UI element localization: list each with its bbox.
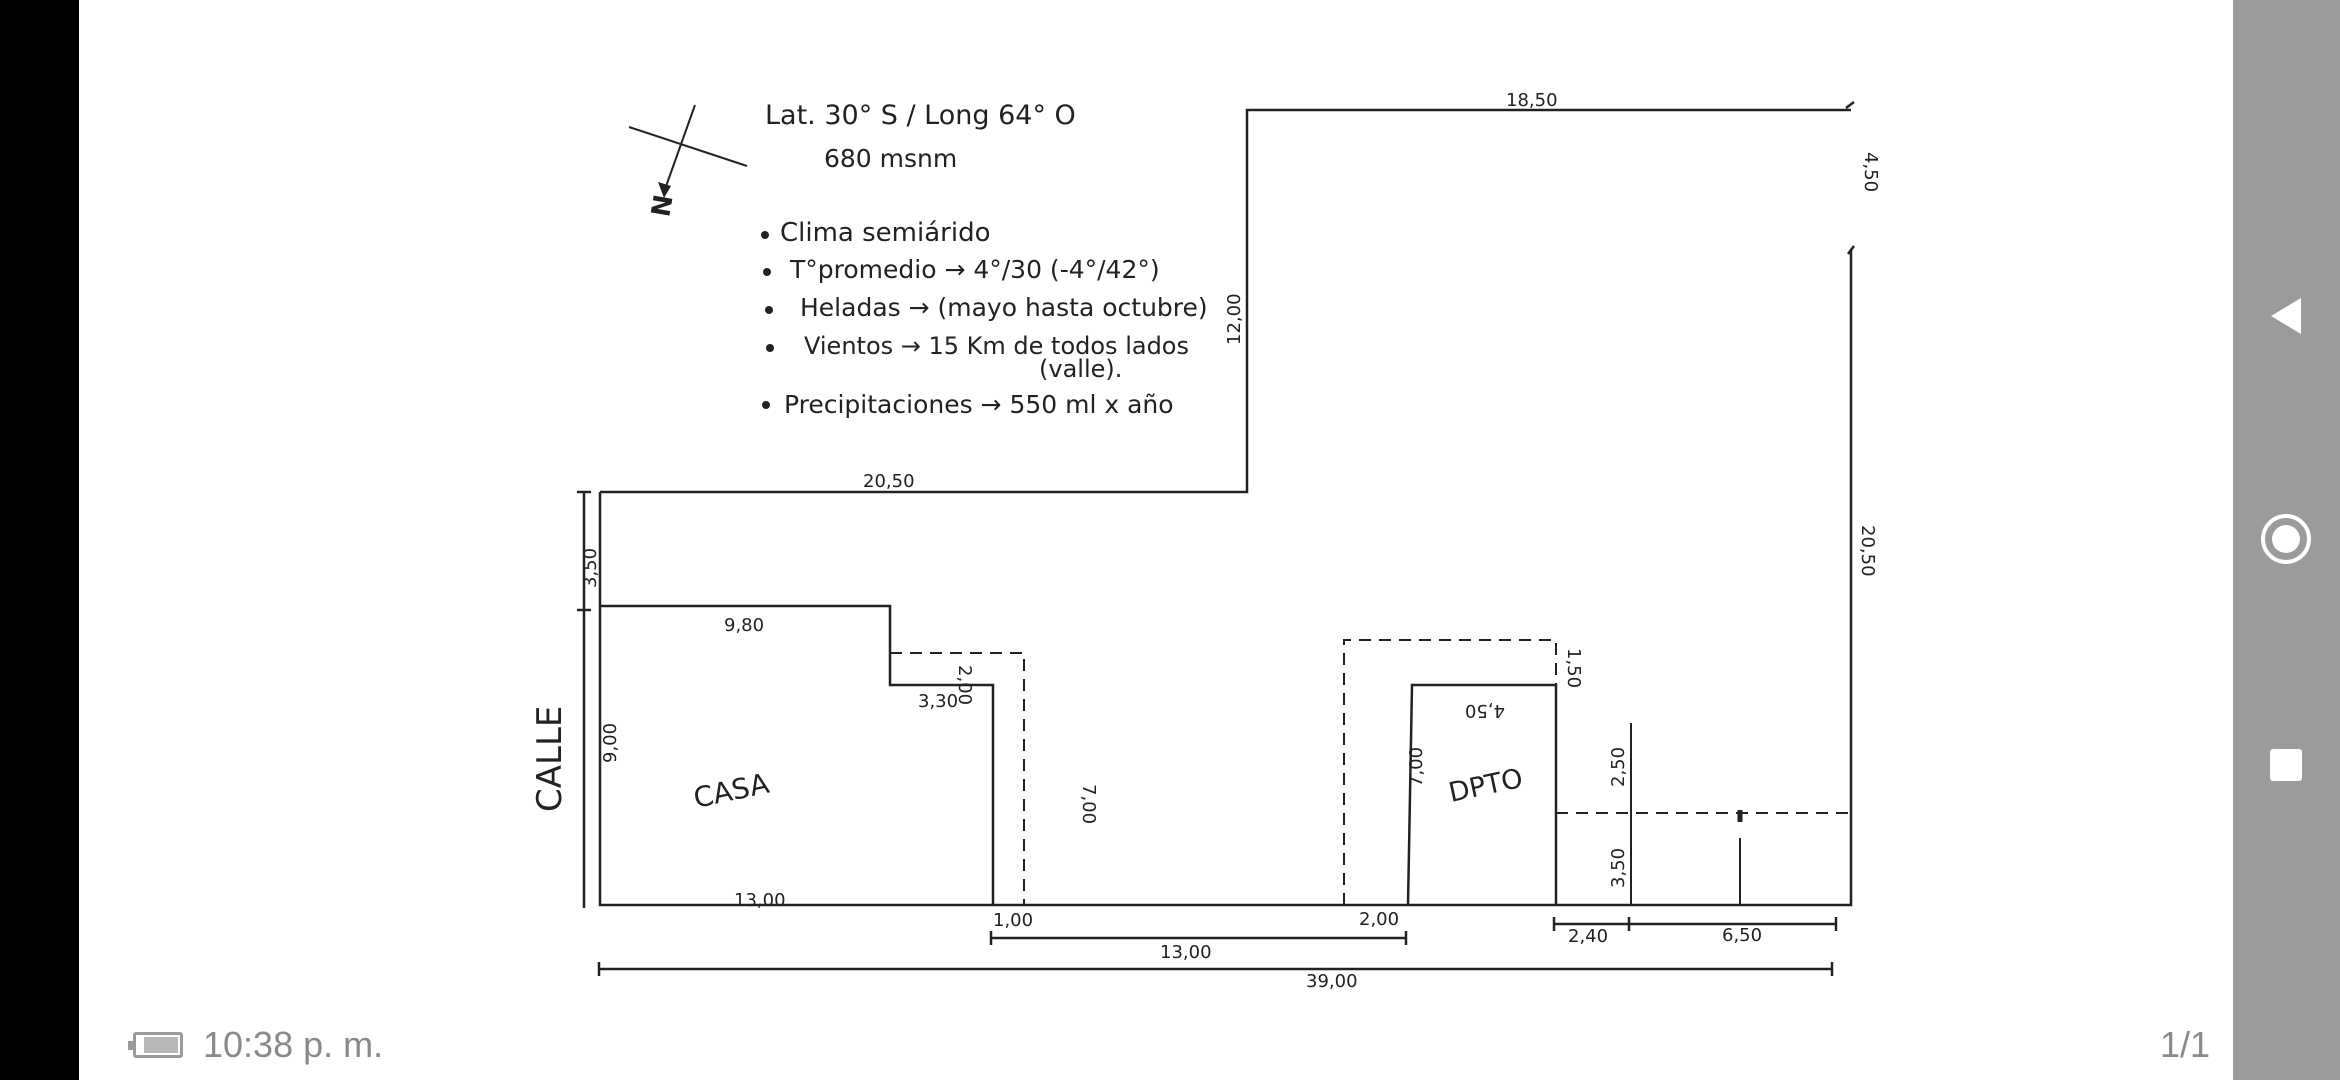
dim-upper-left: 20,50 bbox=[863, 471, 915, 492]
navigation-bar bbox=[2233, 0, 2340, 1080]
note-frosts: Heladas → (mayo hasta octubre) bbox=[800, 293, 1208, 322]
north-arrow-icon bbox=[658, 182, 671, 198]
note-precipitation: Precipitaciones → 550 ml x año bbox=[784, 390, 1174, 419]
north-label: N bbox=[646, 193, 679, 220]
compass-line-b bbox=[663, 104, 696, 193]
dim-gap-two: 2,00 bbox=[1359, 909, 1399, 930]
dim-house-right-height: 7,00 bbox=[1078, 784, 1099, 824]
lot-top-boundary bbox=[600, 108, 1851, 494]
home-circle-icon bbox=[2261, 514, 2311, 564]
house-label: CASA bbox=[691, 767, 772, 815]
lot-outline bbox=[598, 249, 1853, 907]
dim-house-left-height: 9,00 bbox=[600, 723, 621, 763]
apt-setback bbox=[1343, 639, 1557, 905]
compass-line-a bbox=[628, 126, 748, 167]
dim-apt-top-width: 4,50 bbox=[1465, 700, 1505, 721]
back-button[interactable] bbox=[2255, 285, 2317, 347]
house-outline bbox=[600, 604, 995, 905]
note-temperature: T°promedio → 4°/30 (-4°/42°) bbox=[789, 255, 1160, 284]
recents-button[interactable] bbox=[2255, 734, 2317, 796]
dim-right-side: 20,50 bbox=[1857, 525, 1878, 577]
altitude-text: 680 msnm bbox=[824, 144, 957, 173]
apartment-outline bbox=[1406, 683, 1558, 906]
dim-gap-one: 1,00 bbox=[993, 910, 1033, 931]
note-winds: Vientos → 15 Km de todos lados bbox=[804, 332, 1189, 360]
home-button[interactable] bbox=[2255, 508, 2317, 570]
street-label: CALLE bbox=[530, 706, 570, 812]
document-viewer[interactable]: Lat. 30° S / Long 64° O 680 msnm N Clima… bbox=[79, 0, 2233, 1080]
dim-top-right: 18,50 bbox=[1506, 90, 1558, 111]
battery-icon bbox=[128, 1032, 183, 1058]
back-triangle-icon bbox=[2271, 298, 2301, 334]
site-plan-sketch: Lat. 30° S / Long 64° O 680 msnm N Clima… bbox=[530, 90, 1881, 992]
status-time: 10:38 p. m. bbox=[203, 1024, 384, 1065]
dim-right-lower: 3,50 bbox=[1608, 848, 1629, 888]
dim-apt-top-offset: 1,50 bbox=[1563, 648, 1584, 688]
dim-right-gap: 2,40 bbox=[1568, 926, 1608, 947]
house-setback bbox=[890, 652, 1025, 905]
dim-left-top: 3,50 bbox=[580, 548, 601, 588]
dim-house-step-height: 2,00 bbox=[954, 665, 975, 705]
note-winds-valley: (valle). bbox=[1039, 355, 1122, 383]
page-indicator: 1/1 bbox=[2159, 1024, 2210, 1065]
dim-total-width: 39,00 bbox=[1306, 971, 1358, 992]
dim-bottom-middle: 13,00 bbox=[1160, 942, 1212, 963]
apartment-label: DPTO bbox=[1446, 763, 1526, 809]
dim-apt-left-height: 7,00 bbox=[1406, 747, 1427, 787]
dim-right-top-gap: 4,50 bbox=[1860, 152, 1881, 192]
dim-house-bottom: 13,00 bbox=[734, 890, 786, 911]
dim-house-top: 9,80 bbox=[724, 615, 764, 636]
dim-right-upper: 2,50 bbox=[1608, 747, 1629, 787]
note-climate: Clima semiárido bbox=[780, 218, 990, 248]
recents-square-icon bbox=[2270, 749, 2302, 781]
dim-step-height: 12,00 bbox=[1224, 293, 1245, 345]
coordinates-text: Lat. 30° S / Long 64° O bbox=[765, 100, 1076, 131]
dim-right-width: 6,50 bbox=[1722, 925, 1762, 946]
status-bar: 10:38 p. m. bbox=[128, 1020, 384, 1070]
dim-house-step-width: 3,30 bbox=[918, 691, 958, 712]
